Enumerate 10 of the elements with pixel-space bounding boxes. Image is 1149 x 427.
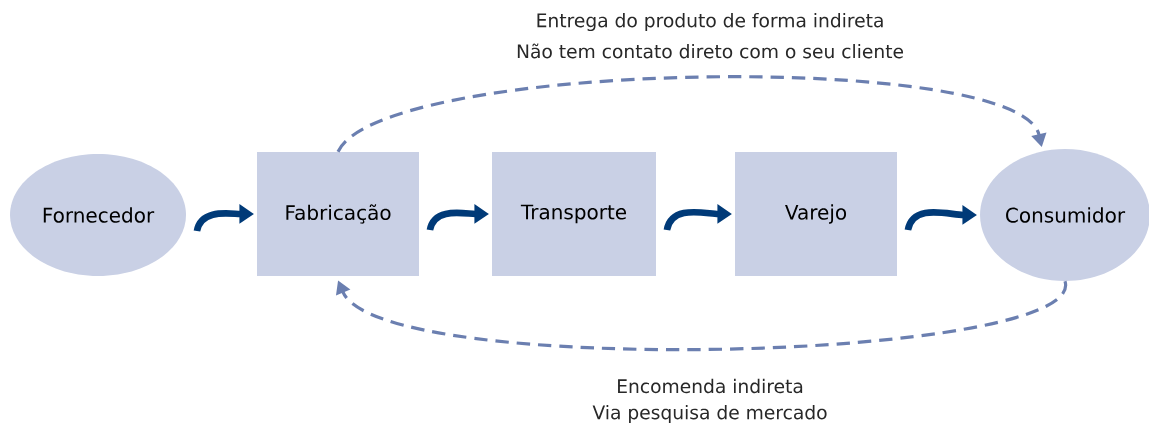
dashed-arrow xyxy=(336,75,1047,153)
label-text: Não tem contato direto com o seu cliente xyxy=(517,43,903,59)
ellipse-node: Fornecedor xyxy=(10,154,186,276)
process-box: Transporte xyxy=(492,152,656,276)
process-box: Varejo xyxy=(735,152,897,276)
label-text: Via pesquisa de mercado xyxy=(592,404,827,424)
label-text: Entrega do produto de forma indireta xyxy=(537,12,883,32)
process-box: Fabricação xyxy=(257,152,419,276)
label-text: Encomenda indireta xyxy=(618,378,803,394)
dashed-arrow xyxy=(335,280,1067,351)
